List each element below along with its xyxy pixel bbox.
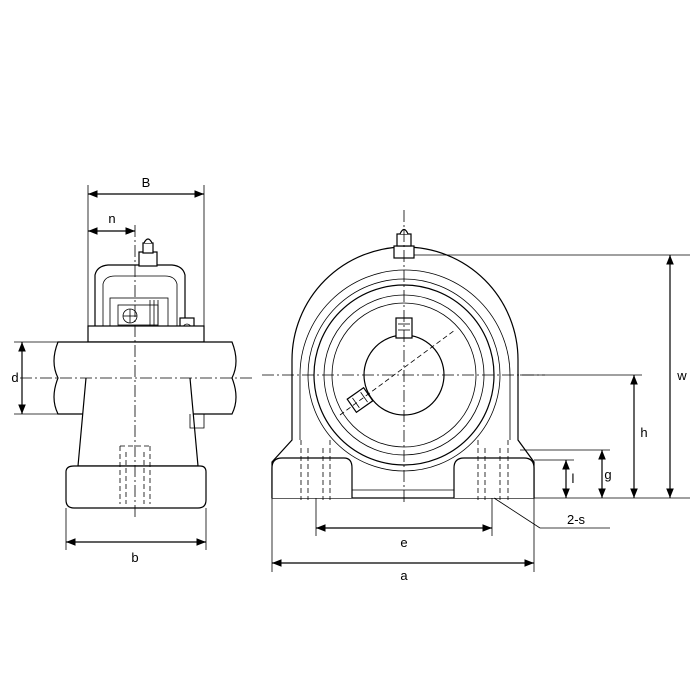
dim-h-label: h [640,425,647,440]
dim-e-label: e [400,535,407,550]
dim-n-label: n [108,211,115,226]
dim-w-label: w [676,368,687,383]
side-view: B n d b [11,175,252,565]
dim-a-label: a [400,568,408,583]
dim-s-label: 2-s [567,512,586,527]
dim-l-label: l [572,471,575,486]
dim-d-label: d [11,370,18,385]
dim-b-label: b [131,550,138,565]
dim-g-label: g [604,467,611,482]
dim-B-label: B [142,175,151,190]
front-view: w h g l 2-s e a [262,210,690,583]
